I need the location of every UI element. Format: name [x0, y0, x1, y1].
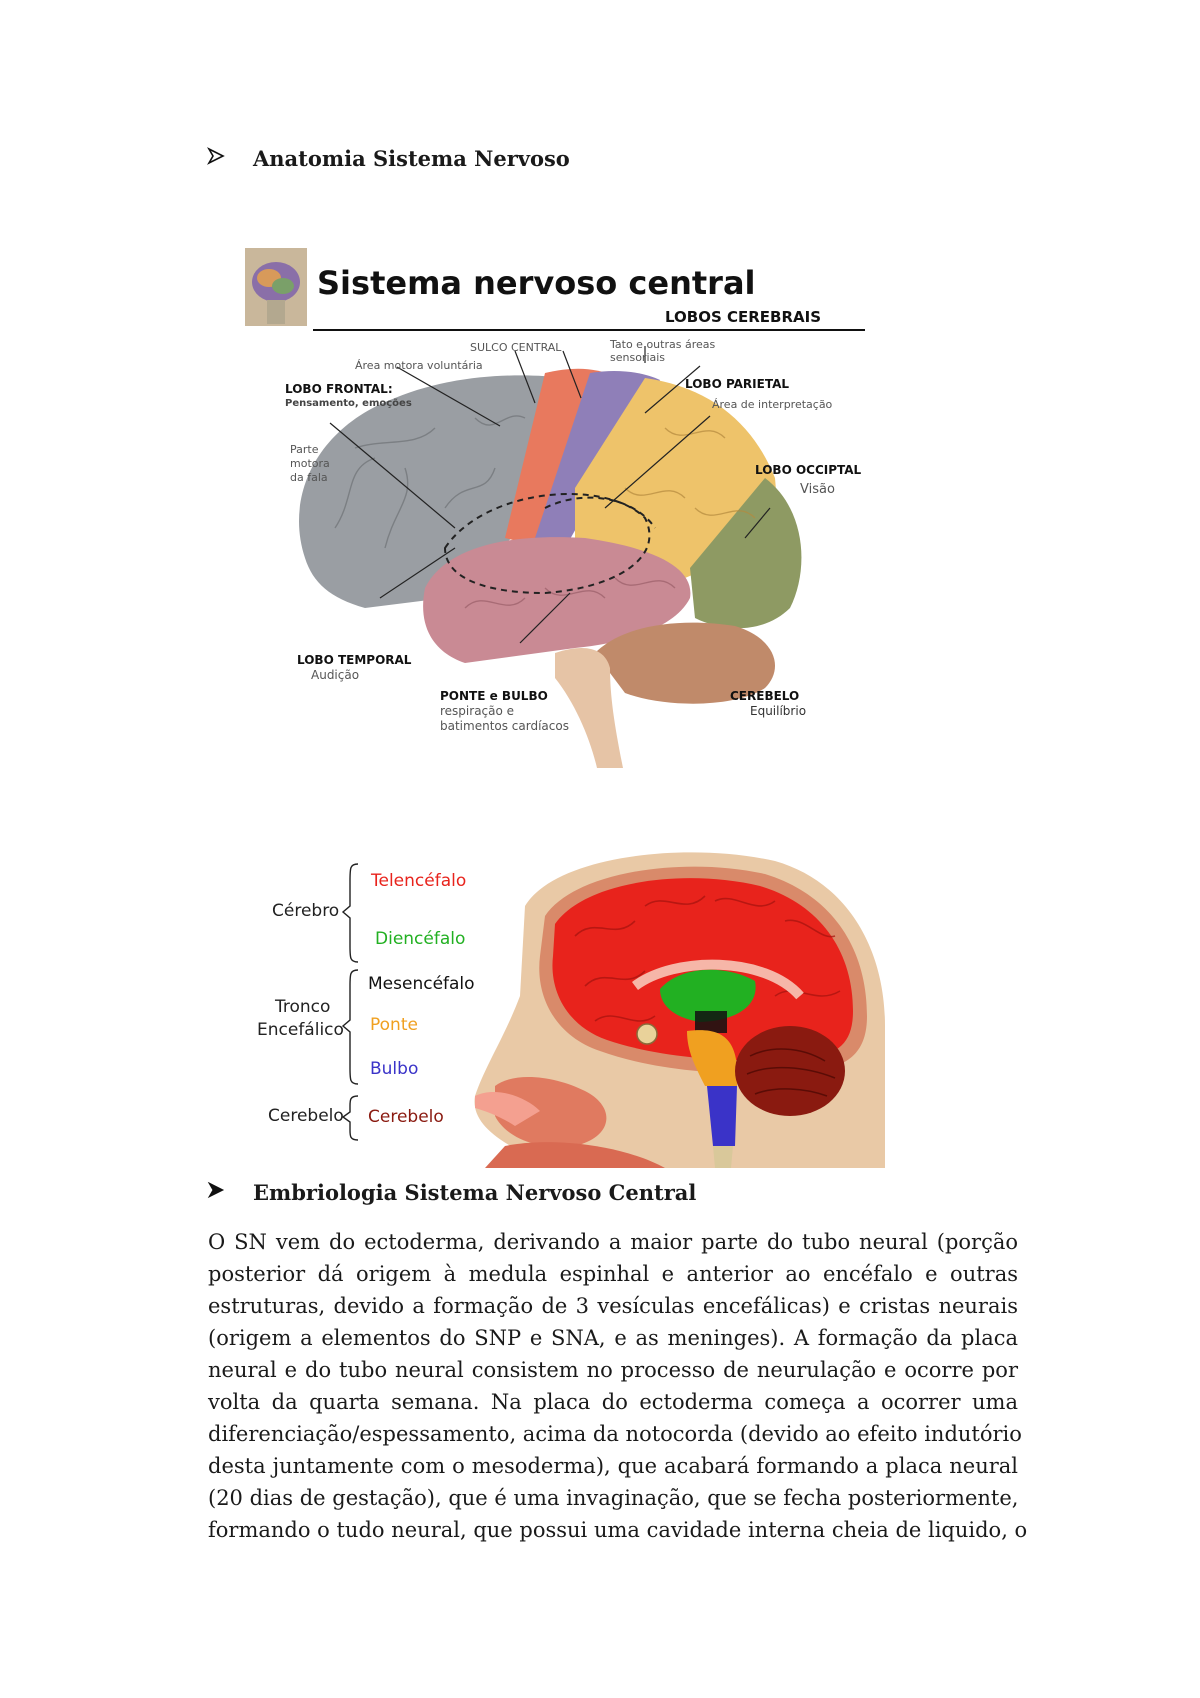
paragraph-line: (origem a elementos do SNP e SNA, e as m… — [208, 1326, 1018, 1350]
paragraph-line: desta juntamente com o mesoderma), que a… — [208, 1454, 1018, 1478]
figure-subtitle: LOBOS CEREBRAIS — [665, 308, 821, 326]
label-parte-motora-2: motora — [290, 457, 330, 470]
sagittal-head-illustration — [474, 852, 885, 1168]
section-heading-embriologia: Embriologia Sistema Nervoso Central — [207, 1180, 696, 1205]
section-title: Embriologia Sistema Nervoso Central — [253, 1180, 697, 1205]
section-title: Anatomia Sistema Nervoso — [253, 146, 570, 171]
label-parte-motora-1: Parte — [290, 443, 319, 456]
paragraph-line: neural e do tubo neural consistem no pro… — [208, 1358, 1018, 1382]
paragraph-line: posterior dá origem à medula espinhal e … — [208, 1262, 1018, 1286]
body-paragraph: O SN vem do ectoderma, derivando a maior… — [208, 1226, 1028, 1546]
label-lobo-temporal: LOBO TEMPORAL — [297, 653, 412, 667]
label-cerebro-group: Cérebro — [272, 901, 339, 921]
paragraph-line: O SN vem do ectoderma, derivando a maior… — [208, 1230, 1018, 1254]
label-cerebelo-desc: Equilíbrio — [750, 704, 806, 718]
brain-illustration — [299, 368, 802, 768]
paragraph-line: volta da quarta semana. Na placa do ecto… — [208, 1390, 1018, 1414]
label-cerebelo: Cerebelo — [368, 1107, 444, 1127]
label-sulco-central: SULCO CENTRAL — [470, 341, 562, 354]
label-tato-2: sensoriais — [610, 351, 665, 364]
label-tronco-group-2: Encefálico — [257, 1020, 344, 1040]
label-mesencefalo: Mesencéfalo — [368, 974, 475, 994]
label-lobo-parietal-desc: Área de interpretação — [712, 398, 833, 411]
paragraph-line: formando o tudo neural, que possui uma c… — [208, 1518, 1028, 1542]
label-bulbo: Bulbo — [370, 1059, 418, 1079]
label-diencefalo: Diencéfalo — [375, 929, 465, 949]
label-tronco-group-1: Tronco — [274, 997, 330, 1017]
section-heading-anatomia: Anatomia Sistema Nervoso — [206, 146, 570, 171]
label-telencefalo: Telencéfalo — [370, 871, 466, 891]
label-area-motora: Área motora voluntária — [355, 359, 483, 372]
brain-thumbnail-image — [245, 248, 307, 326]
divisions-legend: Cérebro Telencéfalo Diencéfalo Tronco En… — [257, 863, 475, 1141]
arrowhead-bullet-icon — [207, 1181, 227, 1204]
brain-lobes-figure: Sistema nervoso central LOBOS CEREBRAIS — [245, 248, 865, 768]
figure-title: Sistema nervoso central — [317, 264, 756, 302]
label-lobo-parietal: LOBO PARIETAL — [685, 377, 789, 391]
label-parte-motora-3: da fala — [290, 471, 328, 484]
label-lobo-frontal-desc: Pensamento, emoções — [285, 398, 412, 409]
paragraph-line: (20 dias de gestação), que é uma invagin… — [208, 1486, 1019, 1510]
label-cerebelo-group: Cerebelo — [268, 1106, 344, 1126]
label-ponte-bulbo-desc-1: respiração e — [440, 704, 514, 718]
label-ponte-bulbo-desc-2: batimentos cardíacos — [440, 719, 569, 733]
label-ponte-bulbo: PONTE e BULBO — [440, 689, 548, 703]
label-lobo-occipital-desc: Visão — [800, 482, 835, 497]
label-lobo-temporal-desc: Audição — [311, 668, 359, 682]
paragraph-line: diferenciação/espessamento, acima da not… — [208, 1422, 1022, 1446]
label-ponte: Ponte — [370, 1015, 418, 1035]
label-lobo-frontal: LOBO FRONTAL: — [285, 382, 393, 396]
label-tato: Tato e outras áreas — [609, 338, 715, 351]
paragraph-line: estruturas, devido a formação de 3 vesíc… — [208, 1294, 1018, 1318]
encephalon-divisions-figure: Cérebro Telencéfalo Diencéfalo Tronco En… — [257, 852, 885, 1168]
label-lobo-occipital: LOBO OCCIPTAL — [755, 463, 862, 477]
label-cerebelo: CEREBELO — [730, 689, 799, 703]
arrowhead-bullet-icon — [206, 147, 227, 170]
